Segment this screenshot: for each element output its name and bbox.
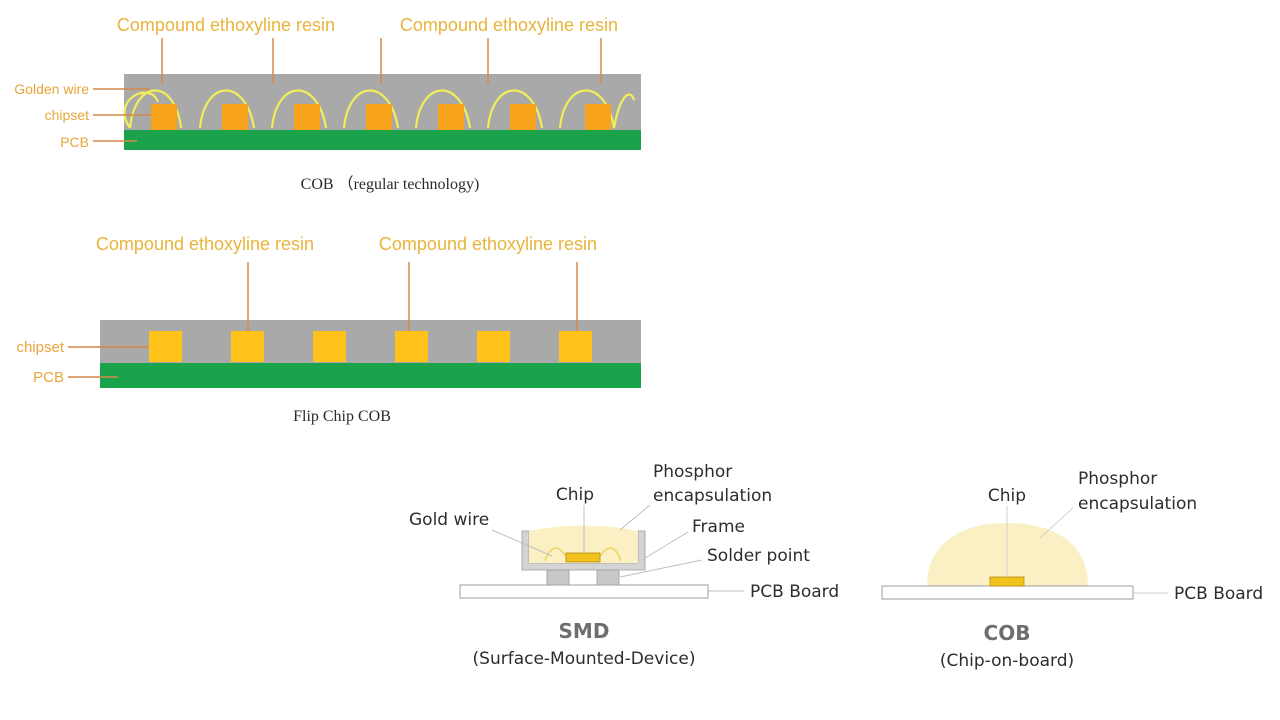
smd-title: SMD	[559, 619, 610, 643]
chip-label: Chip	[556, 485, 594, 505]
chip	[222, 104, 248, 130]
golden-wires	[123, 89, 636, 129]
phosphor-label: Phosphor	[1078, 469, 1157, 489]
resin-label: Compound ethoxyline resin	[117, 15, 335, 35]
pcb-board-label: PCB Board	[1174, 584, 1263, 604]
resin-layer	[100, 320, 641, 363]
smd-chip	[565, 552, 601, 563]
smd-leaders	[491, 504, 744, 592]
cob-subtitle: (Chip-on-board)	[940, 651, 1074, 671]
chip	[477, 331, 510, 362]
pcb-label: PCB	[60, 134, 89, 150]
chip	[294, 104, 320, 130]
cob-leaders	[93, 38, 602, 142]
cob-chip	[989, 576, 1025, 587]
chip	[366, 104, 392, 130]
pcb-layer	[100, 363, 641, 388]
solder-point	[546, 569, 570, 586]
cob-regular-diagram: Compound ethoxyline resin Compound ethox…	[14, 15, 641, 193]
cob-chips	[151, 104, 611, 130]
frame-label: Frame	[692, 517, 745, 537]
chipset-label: chipset	[16, 339, 64, 356]
flip-chips	[149, 331, 592, 362]
flip-chip-caption: Flip Chip COB	[293, 408, 391, 425]
chip	[585, 104, 611, 130]
encapsulation-label: encapsulation	[653, 486, 772, 506]
cob-title: COB	[984, 621, 1031, 645]
chipset-label: chipset	[45, 107, 89, 123]
pcb-board	[881, 585, 1134, 600]
smd-diagram: Chip Phosphor encapsulation Gold wire Fr…	[409, 462, 839, 669]
encapsulation-label: encapsulation	[1078, 494, 1197, 514]
cob-diagram: Chip Phosphor encapsulation PCB Board CO…	[881, 469, 1263, 671]
pcb-label: PCB	[33, 369, 64, 386]
flip-leaders	[68, 262, 578, 378]
flip-chip-diagram: Compound ethoxyline resin Compound ethox…	[16, 234, 641, 425]
chip	[510, 104, 536, 130]
pcb-board-label: PCB Board	[750, 582, 839, 602]
pcb-layer	[124, 130, 641, 150]
pcb-board	[459, 584, 709, 599]
phosphor-label: Phosphor	[653, 462, 732, 482]
solder-point-label: Solder point	[707, 546, 810, 566]
chip	[231, 331, 264, 362]
cob-leaders	[1006, 506, 1168, 594]
resin-label: Compound ethoxyline resin	[96, 234, 314, 254]
cob-regular-caption: COB （regular technology)	[301, 175, 480, 193]
resin-label: Compound ethoxyline resin	[379, 234, 597, 254]
chip	[313, 331, 346, 362]
chip	[395, 331, 428, 362]
chip	[151, 104, 177, 130]
smd-subtitle: (Surface-Mounted-Device)	[473, 649, 696, 669]
gold-wire-label: Gold wire	[409, 510, 489, 530]
chip	[149, 331, 182, 362]
golden-wire-label: Golden wire	[14, 81, 89, 97]
chip	[438, 104, 464, 130]
chip	[559, 331, 592, 362]
solder-point	[596, 569, 620, 586]
chip-label: Chip	[988, 486, 1026, 506]
resin-label: Compound ethoxyline resin	[400, 15, 618, 35]
gold-wire	[544, 547, 622, 562]
